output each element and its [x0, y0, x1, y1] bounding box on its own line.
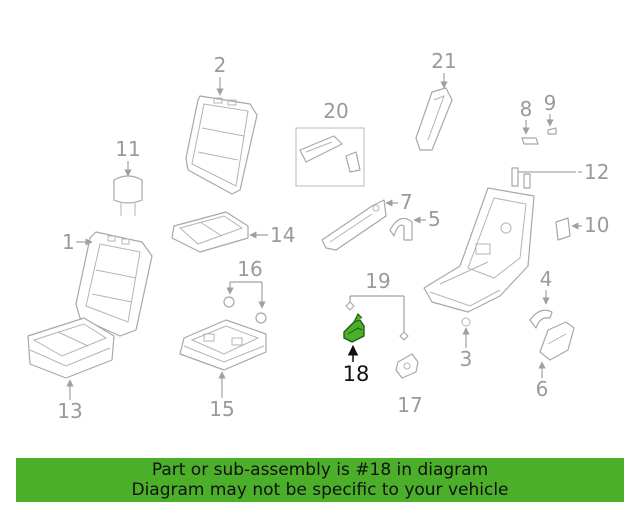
part-10-tab: [555, 217, 571, 241]
part-18-highlighted: [343, 312, 365, 343]
callout-5: 5: [428, 207, 441, 231]
part-17-latch: [395, 353, 419, 379]
part-20-trim-kit: [295, 127, 365, 187]
callout-3: 3: [460, 347, 473, 371]
part-19-group: [345, 295, 409, 341]
callout-13: 13: [57, 399, 82, 423]
callout-15: 15: [209, 397, 234, 421]
part-2-seat-back: [185, 95, 258, 195]
part-5-clip: [389, 217, 413, 241]
part-13-seat-cushion-assembly: [27, 317, 115, 379]
callout-1: 1: [62, 230, 75, 254]
part-15-seat-frame: [179, 319, 267, 371]
part-9-screw: [547, 127, 557, 135]
callout-8: 8: [520, 97, 533, 121]
callout-14: 14: [270, 223, 295, 247]
part-4-trim: [529, 309, 553, 329]
banner-line-2: Diagram may not be specific to your vehi…: [131, 480, 509, 500]
part-3-seat-frame-assembly: [423, 187, 535, 327]
callout-2: 2: [214, 53, 227, 77]
part-21-side-bolster: [415, 87, 453, 151]
callout-17: 17: [397, 393, 422, 417]
banner-line-1: Part or sub-assembly is #18 in diagram: [151, 460, 489, 480]
info-banner: Part or sub-assembly is #18 in diagram D…: [16, 458, 624, 502]
callout-16: 16: [237, 257, 262, 281]
part-1-seat-back-assembly: [75, 231, 153, 337]
callout-9: 9: [544, 91, 557, 115]
callout-19: 19: [365, 269, 390, 293]
part-8-fastener: [521, 137, 539, 145]
part-11-headrest: [113, 175, 143, 216]
callout-21: 21: [431, 49, 456, 73]
part-7-bracket: [321, 199, 387, 251]
callout-4: 4: [540, 267, 553, 291]
callout-12: 12: [584, 160, 609, 184]
callout-6: 6: [536, 377, 549, 401]
part-6-side-cover: [539, 321, 575, 361]
part-14-seat-cushion-pad: [171, 211, 249, 253]
part-16-clips: [223, 281, 267, 324]
parts-diagram: 2 11 1 13 14 16: [27, 49, 609, 423]
callout-18: 18: [343, 362, 370, 386]
callout-10: 10: [584, 213, 609, 237]
part-12-rod: [511, 167, 576, 189]
callout-11: 11: [115, 137, 140, 161]
callout-7: 7: [400, 190, 413, 214]
callout-20: 20: [323, 99, 348, 123]
